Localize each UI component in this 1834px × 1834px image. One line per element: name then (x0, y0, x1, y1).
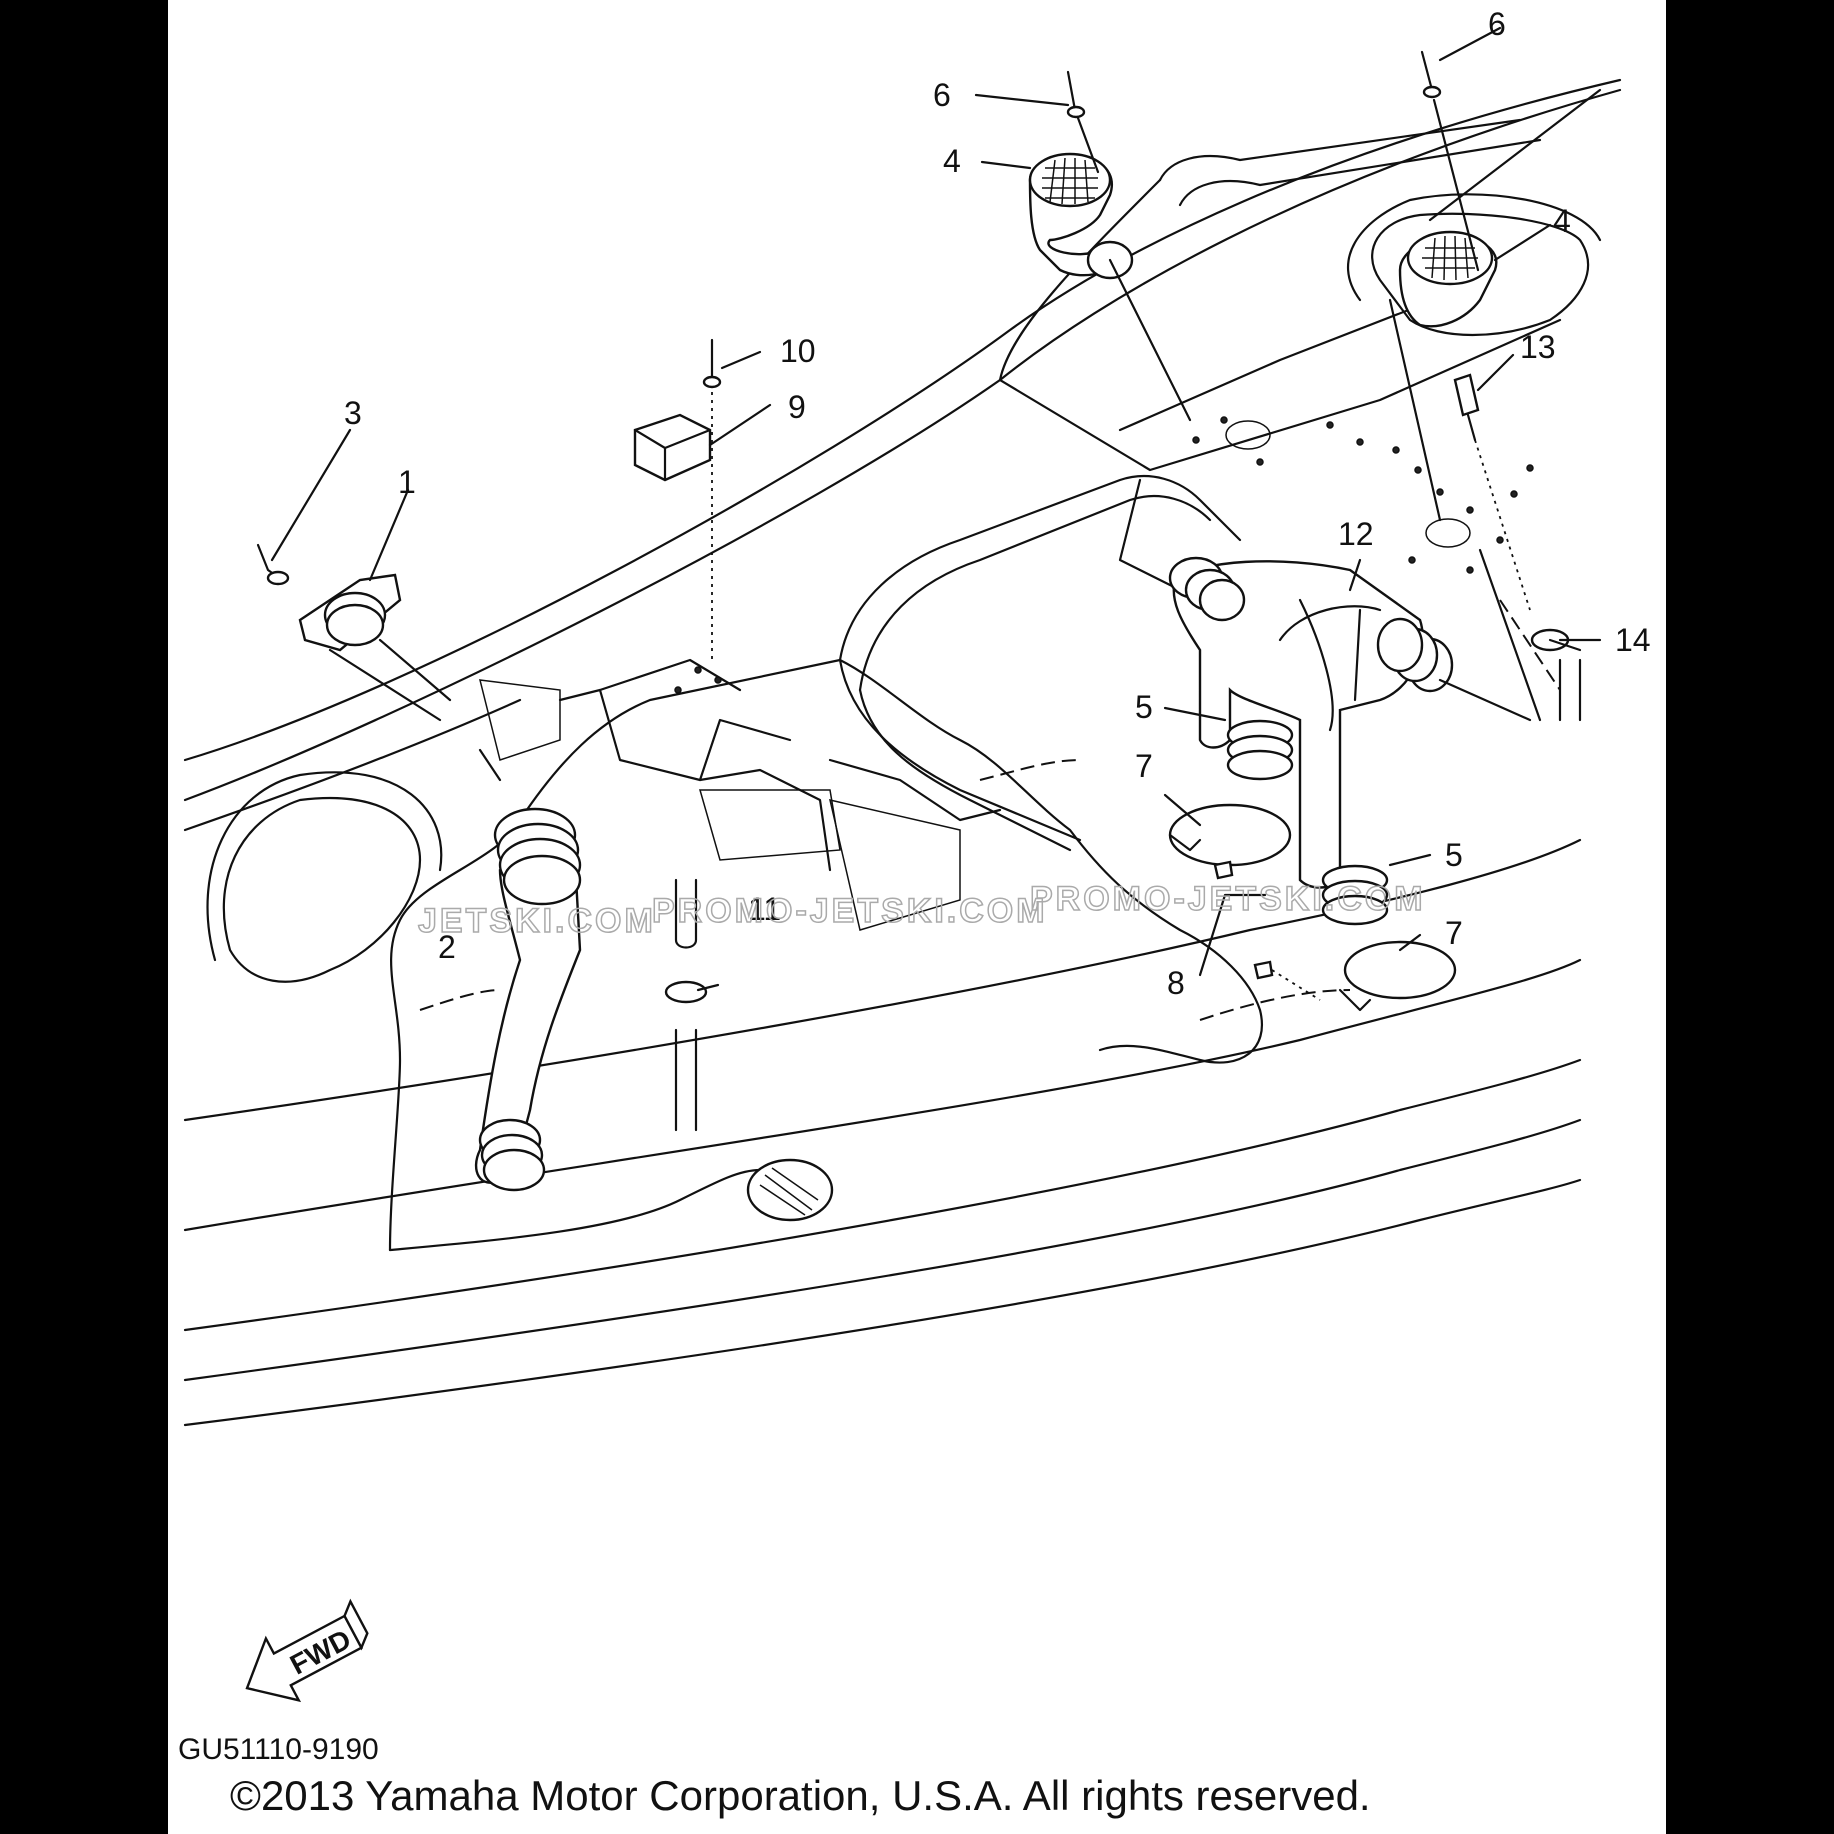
drawing-code: GU51110-9190 (178, 1733, 379, 1766)
callout-14: 14 (1615, 622, 1651, 658)
part-4-vent-left (1028, 152, 1192, 422)
callout-9: 9 (788, 389, 806, 425)
callout-11: 11 (748, 891, 781, 927)
callout-6b: 6 (1488, 6, 1506, 42)
callout-6a: 6 (933, 77, 951, 113)
callout-5a: 5 (1135, 689, 1153, 725)
part-12-tee-duct (1168, 556, 1532, 926)
callout-2: 2 (438, 929, 456, 965)
callout-4b: 4 (1553, 203, 1571, 239)
part-3-rivet (256, 543, 290, 586)
callout-3: 3 (344, 395, 362, 431)
part-14-clip (1530, 628, 1582, 722)
callout-12: 12 (1338, 516, 1374, 552)
watermark-2: PROMO-JETSKI.COM (652, 892, 1048, 930)
leader-lines (270, 26, 1602, 977)
callout-7b: 7 (1445, 915, 1463, 951)
watermark-1: JETSKI.COM (418, 902, 656, 940)
callouts: 1 2 3 4 4 5 5 6 6 7 7 8 9 10 11 12 13 14 (344, 6, 1651, 1001)
callout-10: 10 (780, 333, 816, 369)
watermark-3: PROMO-JETSKI.COM (1030, 880, 1426, 918)
fwd-arrow: FWD (245, 1598, 369, 1703)
callout-7a: 7 (1135, 748, 1153, 784)
part-10-pin (702, 338, 722, 660)
callout-5b: 5 (1445, 837, 1463, 873)
copyright-notice: ©2013 Yamaha Motor Corporation, U.S.A. A… (230, 1772, 1371, 1819)
hull-outline (183, 78, 1622, 1427)
part-9-box (633, 413, 712, 482)
part-6-rivets (1066, 50, 1480, 272)
part-2-hose (474, 748, 582, 1192)
part-8-screws (1213, 860, 1321, 1001)
callout-8: 8 (1167, 965, 1185, 1001)
callout-13: 13 (1520, 329, 1556, 365)
callout-4a: 4 (943, 143, 961, 179)
part-13-fitting (1453, 373, 1531, 611)
part-1-flange (298, 573, 452, 722)
part-4-vent-right (1388, 230, 1498, 522)
callout-1: 1 (398, 464, 416, 500)
watermarks: JETSKI.COM PROMO-JETSKI.COM PROMO-JETSKI… (417, 879, 1426, 941)
